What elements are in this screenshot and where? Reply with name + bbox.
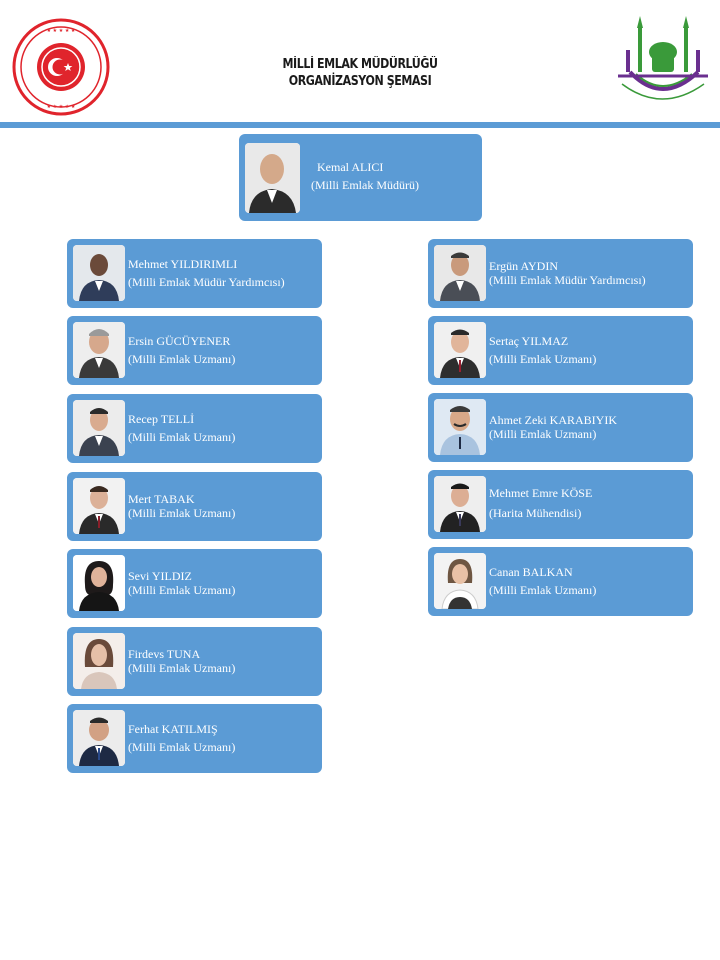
staff-card: Mert TABAK (Milli Emlak Uzmanı) [67,472,322,541]
header-divider [0,122,720,128]
staff-text: Recep TELLİ (Milli Emlak Uzmanı) [128,410,235,446]
staff-title: (Milli Emlak Uzmanı) [489,427,597,441]
staff-text: Ergün AYDIN (Milli Emlak Müdür Yardımcıs… [489,257,646,289]
staff-text: Mehmet Emre KÖSE (Harita Mühendisi) [489,484,592,522]
staff-card: Mehmet YILDIRIMLI (Milli Emlak Müdür Yar… [67,239,322,308]
staff-card: Canan BALKAN (Milli Emlak Uzmanı) [428,547,693,616]
staff-card: Ersin GÜCÜYENER (Milli Emlak Uzmanı) [67,316,322,385]
staff-photo [434,399,486,455]
staff-photo [73,710,125,766]
staff-text: Ferhat KATILMIŞ (Milli Emlak Uzmanı) [128,720,235,756]
staff-name: Sevi YILDIZ [128,569,192,583]
staff-name: Ahmet Zeki KARABIYIK [489,413,617,427]
director-text: Kemal ALICI (Milli Emlak Müdürü) [311,158,419,194]
staff-photo [434,245,486,301]
staff-card: Ahmet Zeki KARABIYIK (Milli Emlak Uzmanı… [428,393,693,462]
svg-text:★ ★ ★ ★ ★: ★ ★ ★ ★ ★ [47,28,76,34]
staff-text: Mert TABAK (Milli Emlak Uzmanı) [128,490,235,522]
staff-card: Ergün AYDIN (Milli Emlak Müdür Yardımcıs… [428,239,693,308]
page-title: MİLLİ EMLAK MÜDÜRLÜĞÜ ORGANİZASYON ŞEMAS… [224,56,496,90]
svg-text:★ ★ ★ ★ ★: ★ ★ ★ ★ ★ [47,104,76,110]
staff-title: (Milli Emlak Uzmanı) [489,583,597,597]
staff-text: Sertaç YILMAZ (Milli Emlak Uzmanı) [489,332,596,368]
staff-name: Mert TABAK [128,492,195,506]
staff-card: Ferhat KATILMIŞ (Milli Emlak Uzmanı) [67,704,322,773]
staff-title: (Milli Emlak Uzmanı) [128,506,236,520]
staff-photo [434,322,486,378]
staff-title: (Harita Mühendisi) [489,506,582,520]
ministry-seal-logo: ★ ★ ★ ★ ★ ★ ★ ★ ★ ★ [12,18,110,116]
staff-name: Sertaç YILMAZ [489,334,569,348]
staff-card: Sertaç YILMAZ (Milli Emlak Uzmanı) [428,316,693,385]
staff-name: Recep TELLİ [128,412,195,426]
staff-title: (Milli Emlak Uzmanı) [489,352,597,366]
staff-text: Mehmet YILDIRIMLI (Milli Emlak Müdür Yar… [128,255,285,291]
staff-photo [434,553,486,609]
staff-photo [73,400,125,456]
staff-name: Mehmet YILDIRIMLI [128,257,238,271]
title-line-2: ORGANİZASYON ŞEMASI [288,74,432,89]
staff-photo [73,555,125,611]
staff-text: Ersin GÜCÜYENER (Milli Emlak Uzmanı) [128,332,235,368]
staff-card: Firdevs TUNA (Milli Emlak Uzmanı) [67,627,322,696]
staff-name: Ersin GÜCÜYENER [128,334,231,348]
staff-photo [434,476,486,532]
director-title: (Milli Emlak Müdürü) [311,178,419,192]
staff-name: Ergün AYDIN [489,259,559,273]
staff-photo [73,245,125,301]
staff-photo [73,322,125,378]
staff-name: Canan BALKAN [489,565,573,579]
staff-card: Sevi YILDIZ (Milli Emlak Uzmanı) [67,549,322,618]
staff-name: Mehmet Emre KÖSE [489,486,593,500]
staff-title: (Milli Emlak Müdür Yardımcısı) [128,275,285,289]
staff-text: Firdevs TUNA (Milli Emlak Uzmanı) [128,645,235,677]
director-photo [245,143,300,213]
staff-photo [73,633,125,689]
staff-photo [73,478,125,534]
staff-text: Canan BALKAN (Milli Emlak Uzmanı) [489,563,596,599]
edirne-valiligi-logo [612,14,712,114]
staff-text: Ahmet Zeki KARABIYIK (Milli Emlak Uzmanı… [489,411,617,443]
staff-card: Mehmet Emre KÖSE (Harita Mühendisi) [428,470,693,539]
title-line-1: MİLLİ EMLAK MÜDÜRLÜĞÜ [282,57,438,72]
staff-title: (Milli Emlak Uzmanı) [128,740,236,754]
staff-title: (Milli Emlak Uzmanı) [128,352,236,366]
staff-text: Sevi YILDIZ (Milli Emlak Uzmanı) [128,567,235,599]
staff-title: (Milli Emlak Uzmanı) [128,661,236,675]
staff-name: Ferhat KATILMIŞ [128,722,218,736]
director-card: Kemal ALICI (Milli Emlak Müdürü) [239,134,482,221]
director-name: Kemal ALICI [317,160,384,174]
staff-title: (Milli Emlak Uzmanı) [128,430,236,444]
staff-title: (Milli Emlak Uzmanı) [128,583,236,597]
staff-card: Recep TELLİ (Milli Emlak Uzmanı) [67,394,322,463]
staff-name: Firdevs TUNA [128,647,201,661]
staff-title: (Milli Emlak Müdür Yardımcısı) [489,273,646,287]
